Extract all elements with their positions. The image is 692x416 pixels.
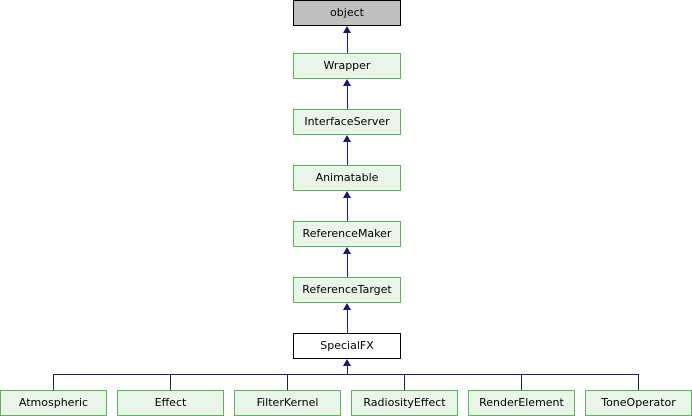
inheritance-edge-referencetarget-to-referencemaker: [347, 253, 348, 277]
class-node-referencemaker[interactable]: ReferenceMaker: [293, 221, 401, 247]
inheritance-arrow-object: [343, 26, 351, 33]
inheritance-edge-animatable-to-interfaceserver: [347, 141, 348, 165]
class-node-effect[interactable]: Effect: [117, 390, 224, 416]
inheritance-arrow-wrapper: [343, 79, 351, 86]
inheritance-edge-referencemaker-to-animatable: [347, 197, 348, 221]
class-node-filterkernel[interactable]: FilterKernel: [234, 390, 341, 416]
class-node-animatable[interactable]: Animatable: [293, 165, 401, 191]
class-node-atmospheric[interactable]: Atmospheric: [0, 390, 107, 416]
inheritance-arrow-interfaceserver: [343, 135, 351, 142]
inheritance-arrow-specialfx: [343, 359, 351, 366]
inheritance-arrow-referencemaker: [343, 247, 351, 254]
inheritance-edge-wrapper-to-object: [347, 32, 348, 53]
inheritance-edge-specialfx-to-referencetarget: [347, 309, 348, 333]
subclass-drop-radiosityeffect: [404, 374, 405, 390]
class-node-toneoperator[interactable]: ToneOperator: [585, 390, 692, 416]
subclass-drop-filterkernel: [287, 374, 288, 390]
class-node-object[interactable]: object: [293, 0, 401, 26]
class-node-wrapper[interactable]: Wrapper: [293, 53, 401, 79]
subclass-drop-effect: [170, 374, 171, 390]
inheritance-arrow-animatable: [343, 191, 351, 198]
class-node-specialfx[interactable]: SpecialFX: [293, 333, 401, 359]
class-node-renderelement[interactable]: RenderElement: [468, 390, 575, 416]
subclass-bus-line: [53, 374, 639, 375]
class-node-interfaceserver[interactable]: InterfaceServer: [293, 109, 401, 135]
subclass-drop-renderelement: [521, 374, 522, 390]
inheritance-arrow-referencetarget: [343, 303, 351, 310]
inheritance-edge-interfaceserver-to-wrapper: [347, 85, 348, 109]
subclass-drop-atmospheric: [53, 374, 54, 390]
subclass-drop-toneoperator: [638, 374, 639, 390]
inheritance-edge-subclasses-to-specialfx: [347, 366, 348, 375]
class-node-radiosityeffect[interactable]: RadiosityEffect: [351, 390, 458, 416]
class-node-referencetarget[interactable]: ReferenceTarget: [293, 277, 401, 303]
